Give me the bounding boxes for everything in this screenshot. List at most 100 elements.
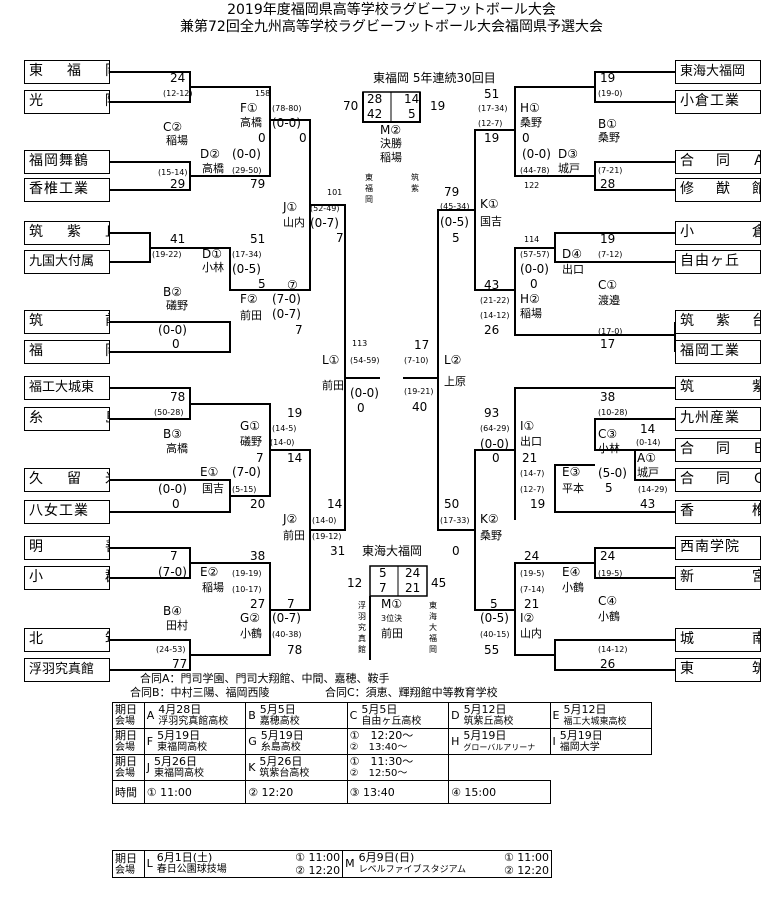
score: 0	[172, 497, 180, 511]
schedule-time: ③ 13:40	[346, 780, 450, 804]
match-code: A①	[637, 451, 656, 465]
score: 7	[336, 231, 344, 245]
third-venue: 前田	[381, 627, 403, 640]
score: (0-5)	[480, 611, 509, 625]
venue: 平本	[562, 482, 584, 495]
score: 24	[524, 549, 540, 563]
venue: 前田	[322, 379, 344, 392]
score: (12-7)	[478, 119, 503, 128]
score: (7-0)	[158, 565, 187, 579]
venue: 城戸	[637, 466, 659, 479]
team-right-7: 筑 紫 台	[675, 310, 761, 334]
score: (14-12)	[480, 311, 510, 320]
match-code: C①	[598, 278, 618, 292]
venue: 前田	[240, 309, 262, 322]
score: (0-0)	[232, 147, 261, 161]
venue: 小鶴	[562, 581, 584, 594]
score: (19-12)	[312, 532, 342, 541]
score: 0	[492, 451, 500, 465]
team-left-9: 福工大城東	[24, 376, 110, 400]
match-code: J②	[283, 512, 298, 526]
score: (0-0)	[272, 116, 301, 130]
score: 21	[524, 597, 540, 611]
score: (14-7)	[520, 469, 545, 478]
final-right-h2: 5	[408, 107, 416, 121]
venue: 山内	[283, 216, 305, 229]
third-right-h1: 24	[405, 566, 421, 580]
match-code: H②	[520, 292, 540, 306]
score: (0-7)	[272, 611, 301, 625]
score: 7	[256, 451, 264, 465]
score: 0	[530, 277, 538, 291]
score: (0-5)	[232, 262, 261, 276]
venue: 稲場	[166, 134, 188, 147]
final-right-total: 19	[430, 99, 446, 113]
score: (7-0)	[272, 292, 301, 306]
score: (40-15)	[480, 630, 510, 639]
score: 19	[600, 232, 616, 246]
match-code: B④	[163, 604, 182, 618]
score: 0	[357, 401, 365, 415]
score: 7	[287, 597, 295, 611]
score: (0-0)	[158, 482, 187, 496]
score: (54-59)	[350, 356, 380, 365]
final-match: M②	[380, 123, 402, 137]
score: (5-0)	[598, 466, 627, 480]
venue: 稲場	[202, 581, 224, 594]
team-left-10: 糸 島	[24, 407, 110, 431]
venue: 上原	[444, 375, 466, 388]
team-left-16: 浮羽究真館	[24, 658, 110, 682]
score: (64-29)	[480, 424, 510, 433]
match-code: I①	[520, 419, 535, 433]
schedule-time: ② 12:20	[245, 780, 348, 804]
score: (17-34)	[478, 104, 508, 113]
team-right-11: 合 同 Ｂ	[675, 438, 761, 462]
team-left-2: 光 陵	[24, 90, 110, 114]
score: 20	[250, 497, 266, 511]
score: 50	[444, 497, 460, 511]
score: 14	[640, 422, 656, 436]
score: 0	[522, 131, 530, 145]
score: (7-10)	[404, 356, 429, 365]
score: (7-21)	[598, 166, 623, 175]
score: 5	[490, 597, 498, 611]
score: 29	[170, 177, 186, 191]
score: 40	[412, 400, 428, 414]
final-right-h1: 14	[404, 92, 420, 106]
score: (14-5)	[272, 424, 297, 433]
score: (40-38)	[272, 630, 302, 639]
score: 14	[327, 497, 343, 511]
team-right-4: 修 猷 館	[675, 178, 761, 202]
team-left-14: 小 郡	[24, 566, 110, 590]
final-right-vert: 筑紫	[411, 173, 419, 193]
score: 26	[600, 657, 616, 671]
team-right-2: 小倉工業	[675, 90, 761, 114]
match-code: K①	[480, 197, 499, 211]
score: (0-0)	[520, 262, 549, 276]
venue: 出口	[562, 263, 584, 276]
page-subtitle: 兼第72回全九州高等学校ラグビーフットボール大会福岡県予選大会	[180, 19, 603, 35]
score: (5-15)	[232, 485, 257, 494]
team-left-6: 九国大付属	[24, 250, 110, 274]
score: (0-0)	[158, 323, 187, 337]
score: 14	[287, 451, 303, 465]
schedule-label: 期日会場	[112, 702, 145, 729]
team-right-8: 福岡工業	[675, 340, 761, 364]
schedule-time: ④ 15:00	[448, 780, 551, 804]
score: (0-0)	[522, 147, 551, 161]
team-right-10: 九州産業	[675, 407, 761, 431]
match-code: G①	[240, 419, 261, 433]
score: 5	[258, 277, 266, 291]
score: (14-0)	[270, 438, 295, 447]
match-code: C②	[163, 120, 183, 134]
score: 51	[250, 232, 266, 246]
match-code: B③	[163, 427, 182, 441]
match-code: K②	[480, 512, 499, 526]
team-right-1: 東海大福岡	[675, 60, 761, 84]
score: (52-49)	[310, 204, 340, 213]
